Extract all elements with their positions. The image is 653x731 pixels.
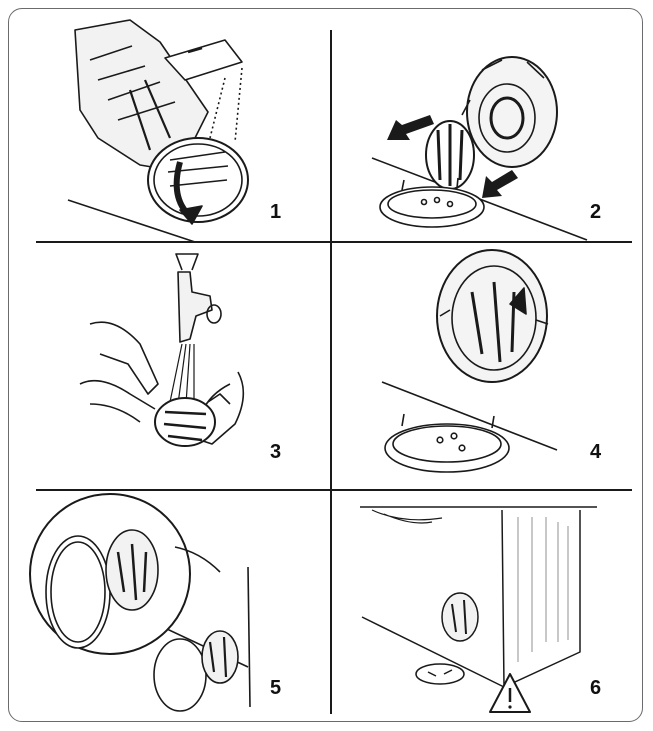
horizontal-divider-2 [36, 489, 632, 491]
step-panel-1: 1 [20, 19, 328, 243]
warning-triangle-icon [489, 673, 531, 713]
filter-removal-illustration [371, 56, 588, 241]
step-panel-4: 4 [332, 244, 632, 488]
step-number-5: 5 [270, 677, 282, 699]
instruction-frame [8, 8, 643, 722]
arrow-icon [387, 115, 434, 140]
flap-closing-illustration [29, 493, 251, 712]
step-panel-6: 6 [332, 492, 632, 714]
step-panel-5: 5 [20, 492, 328, 714]
step-number-2: 2 [590, 201, 602, 223]
step-panel-3: 3 [20, 244, 328, 488]
step-panel-2: 2 [332, 20, 632, 241]
vertical-divider [330, 30, 332, 714]
horizontal-divider-1 [36, 241, 632, 243]
filter-reinsert-illustration [381, 249, 558, 473]
arrow-icon [482, 170, 518, 198]
step-number-1: 1 [270, 201, 282, 223]
appliance-view-illustration [360, 506, 597, 713]
step-number-3: 3 [270, 441, 282, 463]
flap-opening-illustration [67, 19, 249, 243]
step-number-4: 4 [590, 441, 602, 463]
step-number-6: 6 [590, 677, 602, 699]
filter-rinsing-illustration [79, 253, 245, 447]
